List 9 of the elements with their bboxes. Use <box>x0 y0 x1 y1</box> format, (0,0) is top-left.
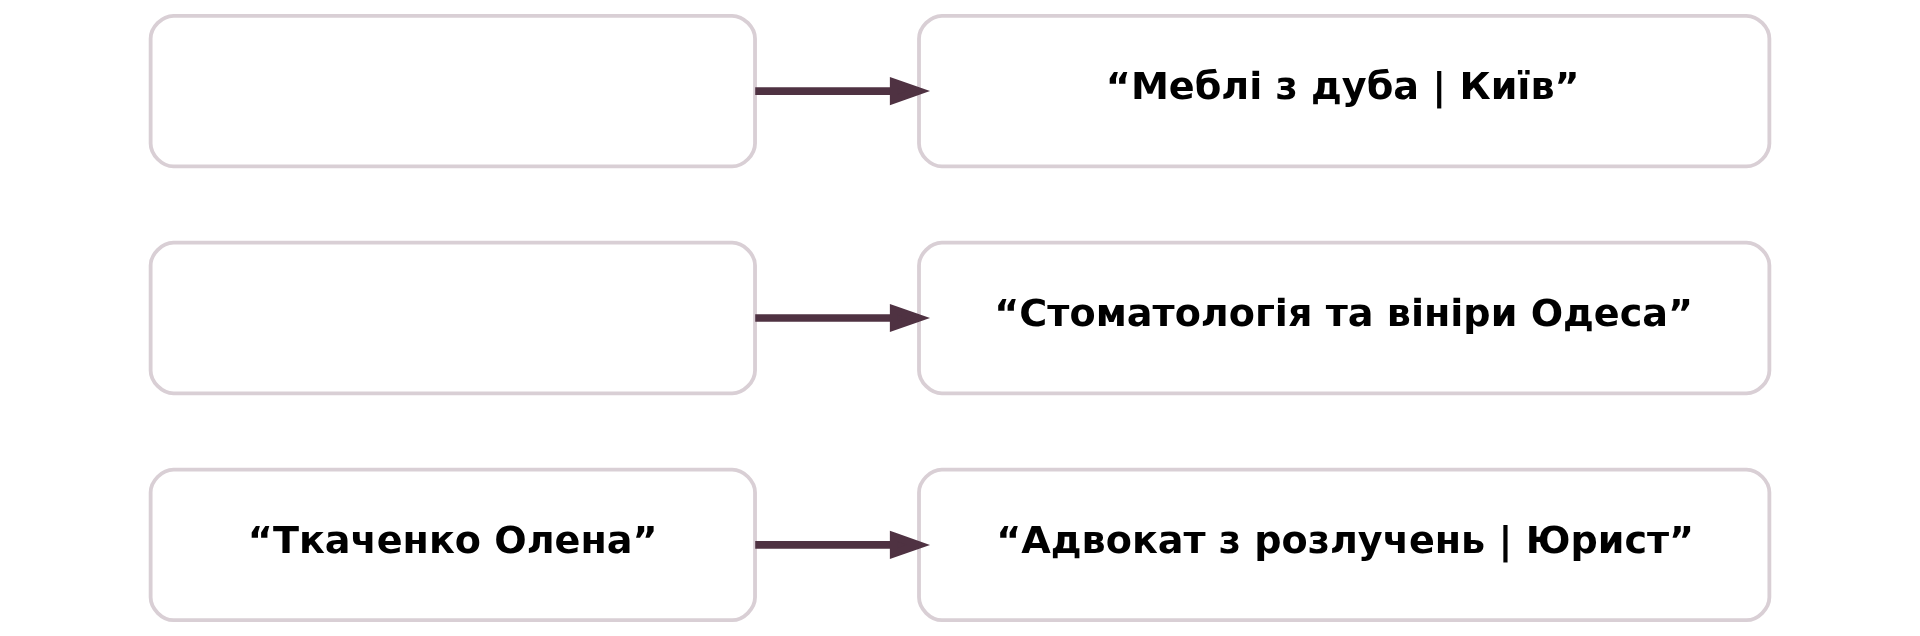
arrow <box>755 77 930 106</box>
node-box <box>148 240 757 396</box>
arrow <box>755 530 930 559</box>
node-box: “Меблі з дуба | Київ” <box>917 13 1772 169</box>
node-box: “Адвокат з розлучень | Юрист” <box>917 467 1772 623</box>
node-box: “Стоматологія та вініри Одеса” <box>917 240 1772 396</box>
node-box <box>148 13 757 169</box>
arrow <box>755 303 930 333</box>
node-box: “Ткаченко Олена” <box>148 467 757 623</box>
